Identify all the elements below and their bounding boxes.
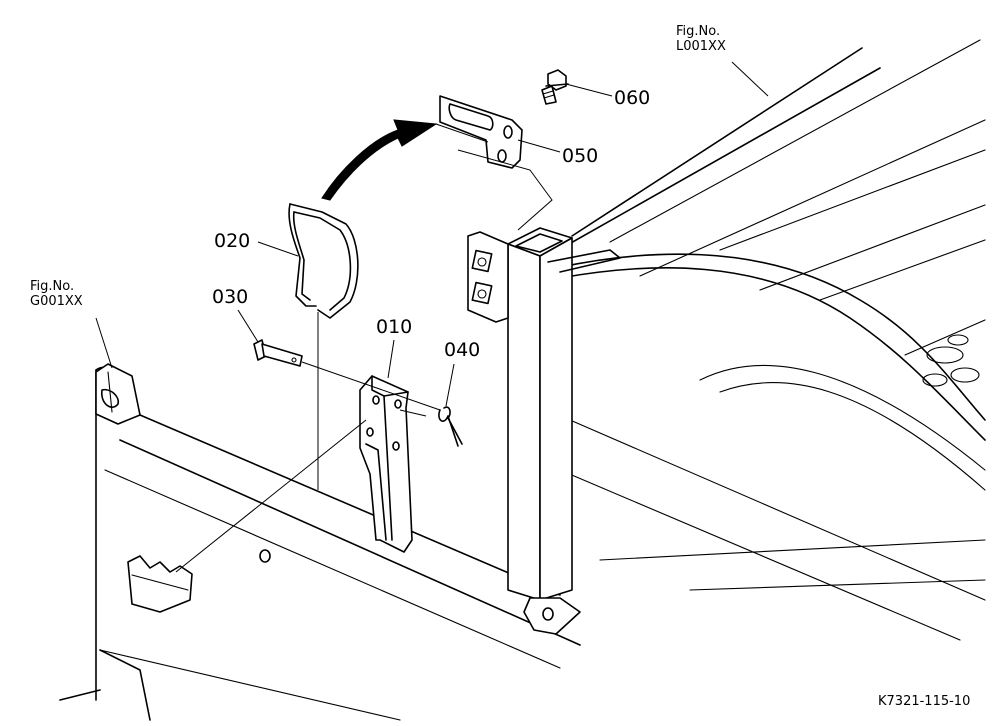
callout-020: 020	[214, 230, 250, 252]
part-040-cotter-pin	[438, 406, 463, 447]
callout-040: 040	[444, 339, 480, 361]
ref-right-line2: L001XX	[676, 39, 726, 54]
part-010-bracket	[359, 375, 413, 553]
leader-lines	[95, 61, 769, 407]
ref-right-line1: Fig.No.	[676, 24, 720, 39]
ref-left-line1: Fig.No.	[30, 279, 74, 294]
callout-010: 010	[376, 316, 412, 338]
part-050-plate	[435, 95, 553, 231]
part-030-pin	[253, 339, 303, 367]
drawing-code: K7321-115-10	[878, 694, 970, 709]
callout-060: 060	[614, 87, 650, 109]
callout-050: 050	[562, 145, 598, 167]
rotation-arrow	[321, 119, 438, 201]
cargo-bed-body	[59, 39, 986, 721]
part-020-handle	[288, 203, 359, 319]
corner-post	[467, 227, 621, 635]
part-060-bolt	[541, 69, 569, 105]
ref-left-line2: G001XX	[30, 294, 83, 309]
callout-030: 030	[212, 286, 248, 308]
assembly-lines	[175, 312, 441, 573]
